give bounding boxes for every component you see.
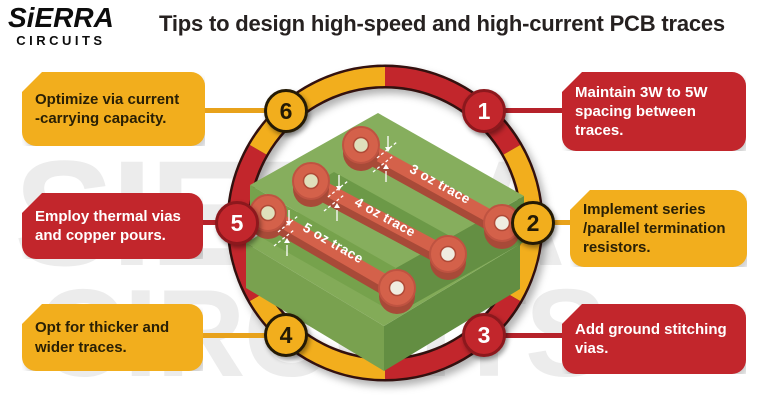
tip-box-2: Implement series /parallel termination r… — [570, 190, 747, 267]
tip-4-line-2: wider traces. — [35, 338, 127, 356]
tip-4-line-1: Opt for thicker and — [35, 319, 170, 337]
tip-3-line-1: Add ground stitching — [575, 320, 727, 338]
tip-1-line-3: traces. — [575, 122, 624, 140]
tip-3-line-2: vias. — [575, 340, 609, 357]
logo-wordmark: SiERRA — [8, 2, 114, 33]
tip-number-badge-2: 2 — [511, 201, 555, 245]
tip-5-line-1: Employ thermal vias — [35, 207, 181, 225]
sierra-circuits-logo: SiERRA CIRCUITS — [8, 2, 114, 48]
tip-number-badge-3: 3 — [462, 313, 506, 357]
page-title: Tips to design high-speed and high-curre… — [159, 11, 725, 36]
tip-box-6: Optimize via current -carrying capacity. — [22, 72, 205, 146]
tip-1-line-1: Maintain 3W to 5W — [575, 83, 708, 101]
tip-6-line-1: Optimize via current — [35, 90, 180, 108]
tip-2-line-3: resistors. — [583, 239, 651, 257]
tip-number-badge-6: 6 — [264, 89, 308, 133]
tip-box-4: Opt for thicker and wider traces. — [22, 304, 203, 371]
tip-box-1: Maintain 3W to 5W spacing between traces… — [562, 72, 746, 151]
tip-5-line-2: and copper pours. — [35, 227, 166, 244]
tip-number-badge-4: 4 — [264, 313, 308, 357]
logo-subtext: CIRCUITS — [16, 33, 106, 48]
tip-box-3: Add ground stitching vias. — [562, 304, 746, 374]
tip-number-badge-5: 5 — [215, 201, 259, 245]
tip-6-line-2: -carrying capacity. — [35, 110, 167, 127]
tip-number-badge-1: 1 — [462, 89, 506, 133]
tip-1-line-2: spacing between — [575, 102, 696, 120]
tip-box-5: Employ thermal vias and copper pours. — [22, 193, 203, 259]
tip-2-line-2: /parallel termination — [583, 219, 726, 237]
tip-2-line-1: Implement series — [583, 200, 706, 218]
